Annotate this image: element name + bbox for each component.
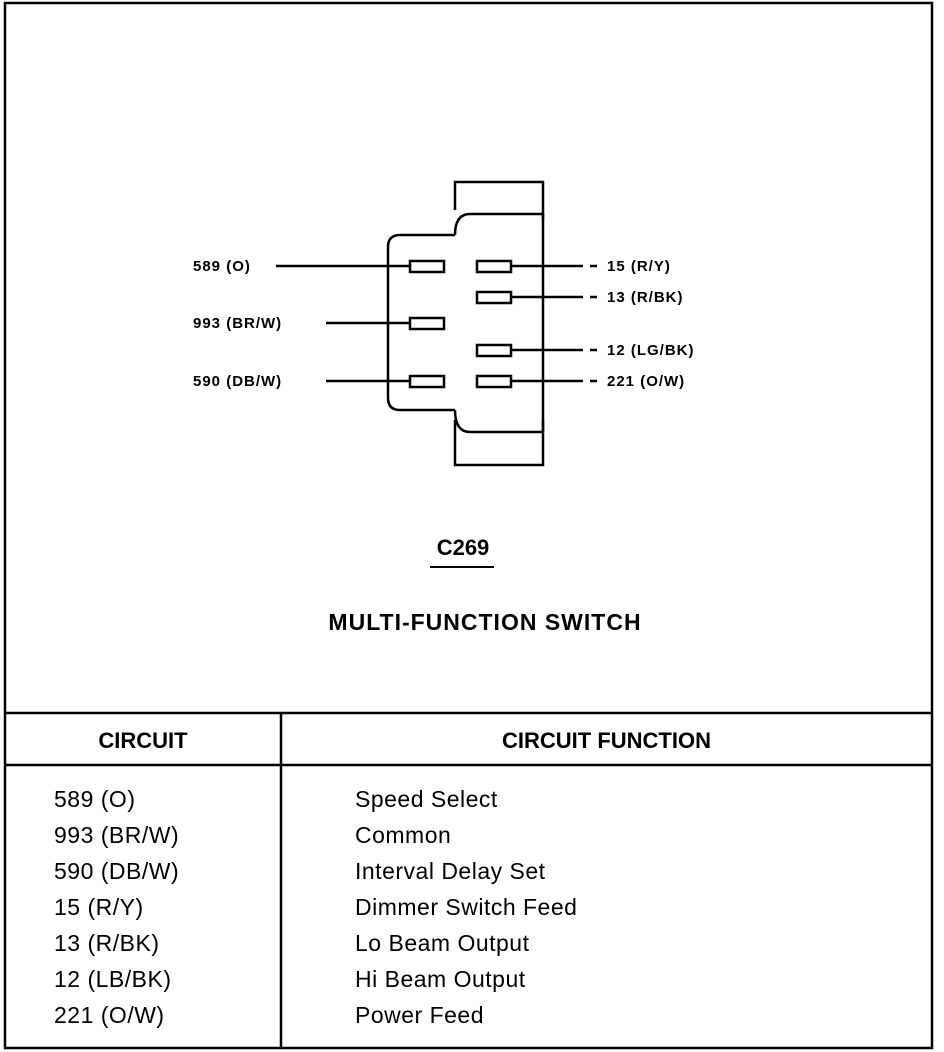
connector-c269-body [386, 180, 545, 467]
connector-id-underline [430, 566, 494, 568]
wire-label-590: 590 (DB/W) [193, 373, 283, 390]
circuit-cell: 221 (O/W) [54, 1002, 165, 1028]
terminal-993 [408, 316, 446, 331]
connector-id: C269 [436, 535, 490, 560]
header-circuit-function: CIRCUIT FUNCTION [502, 728, 711, 753]
circuit-cell: 589 (O) [54, 786, 136, 812]
wire-label-993: 993 (BR/W) [193, 315, 283, 332]
terminal-13 [475, 290, 513, 305]
circuit-cell: 590 (DB/W) [54, 858, 180, 884]
function-cell: Speed Select [355, 786, 498, 812]
circuit-cell: 12 (LB/BK) [54, 966, 172, 992]
wire-label-221: 221 (O/W) [607, 373, 686, 390]
wire-label-12: 12 (LG/BK) [607, 342, 695, 359]
function-cell: Common [355, 822, 452, 848]
function-cell: Power Feed [355, 1002, 485, 1028]
circuit-cell: 13 (R/BK) [54, 930, 160, 956]
function-cell: Hi Beam Output [355, 966, 526, 992]
terminal-590 [408, 374, 446, 389]
connector-name: MULTI-FUNCTION SWITCH [328, 609, 642, 635]
terminal-589 [408, 259, 446, 274]
wire-label-13: 13 (R/BK) [607, 289, 684, 306]
terminal-221 [475, 374, 513, 389]
header-circuit: CIRCUIT [98, 728, 188, 753]
circuit-cell: 15 (R/Y) [54, 894, 144, 920]
function-cell: Lo Beam Output [355, 930, 530, 956]
terminal-15 [475, 259, 513, 274]
terminal-pins [408, 259, 513, 389]
wire-label-589: 589 (O) [193, 258, 251, 275]
function-cell: Interval Delay Set [355, 858, 546, 884]
circuit-cell: 993 (BR/W) [54, 822, 180, 848]
wire-label-15: 15 (R/Y) [607, 258, 671, 275]
terminal-12 [475, 343, 513, 358]
leader-lines [276, 264, 597, 383]
function-cell: Dimmer Switch Feed [355, 894, 578, 920]
